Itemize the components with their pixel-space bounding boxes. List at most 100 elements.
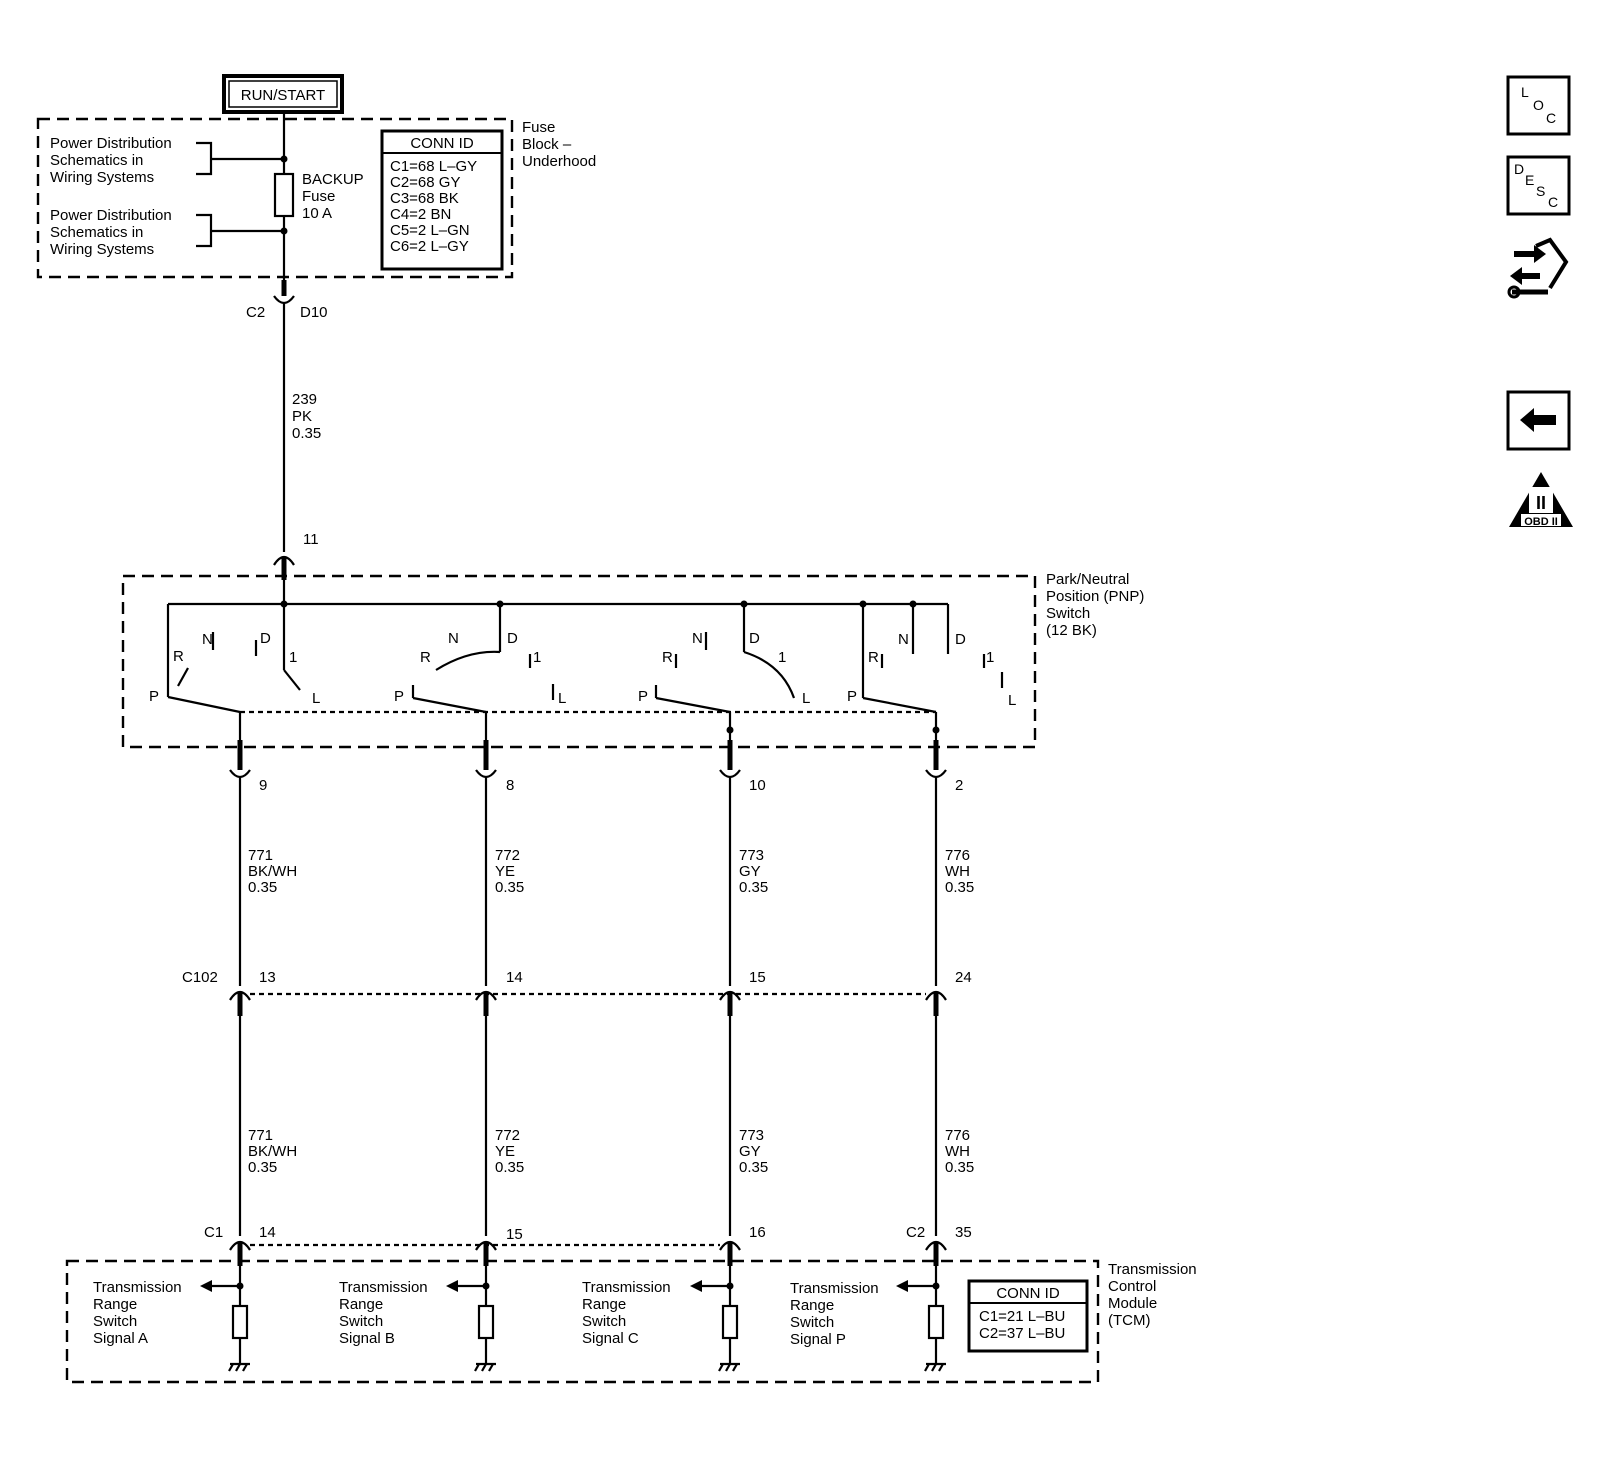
position-p: P bbox=[638, 688, 648, 705]
c102-label: C102 bbox=[182, 969, 218, 986]
position-p: P bbox=[847, 688, 857, 705]
signal-label: Transmission bbox=[790, 1280, 879, 1297]
tcm-label-2: Control bbox=[1108, 1278, 1156, 1295]
wire-circuit: 776 bbox=[945, 847, 970, 864]
signal-label: Signal C bbox=[582, 1330, 639, 1347]
wire-color: WH bbox=[945, 1143, 970, 1160]
signal-label: Range bbox=[93, 1296, 137, 1313]
signal-arrow-icon bbox=[446, 1280, 458, 1292]
signal-label: Signal A bbox=[93, 1330, 148, 1347]
signal-label: Transmission bbox=[93, 1279, 182, 1296]
wire-gauge: 0.35 bbox=[739, 879, 768, 896]
connector-c2-label: C2 bbox=[246, 304, 265, 321]
conn-id-row: C1=21 L–BU bbox=[979, 1308, 1065, 1325]
signal-arrow-icon bbox=[200, 1280, 212, 1292]
wire-color: YE bbox=[495, 1143, 515, 1160]
fuse-block-label-1: Fuse bbox=[522, 119, 555, 136]
wire-color: PK bbox=[292, 408, 312, 425]
position-n: N bbox=[202, 631, 213, 648]
tcm-channel-signal-a: Transmission Range Switch Signal A bbox=[93, 1266, 250, 1372]
lower-wires: 771 BK/WH 0.35 772 YE 0.35 773 GY 0.35 7… bbox=[238, 1016, 974, 1236]
pnp-section-b: P R N D 1 L bbox=[394, 604, 566, 756]
power-dist-1-line-3: Wiring Systems bbox=[50, 169, 154, 186]
wire-circuit: 239 bbox=[292, 391, 317, 408]
nav-icons: L O C D E S C II OBD bbox=[1506, 75, 1573, 528]
desc-letter: C bbox=[1548, 194, 1558, 210]
pin-number: 15 bbox=[506, 1226, 523, 1243]
wire-circuit: 773 bbox=[739, 1127, 764, 1144]
position-d: D bbox=[507, 630, 518, 647]
signal-label: Range bbox=[339, 1296, 383, 1313]
tcm-label-4: (TCM) bbox=[1108, 1312, 1150, 1329]
pnp-switch-outline bbox=[121, 574, 1037, 749]
wire-gauge: 0.35 bbox=[495, 1159, 524, 1176]
pin-number: 8 bbox=[506, 777, 514, 794]
pin-number: 9 bbox=[259, 777, 267, 794]
signal-label: Range bbox=[790, 1297, 834, 1314]
wire-color: BK/WH bbox=[248, 1143, 297, 1160]
connector-d10-pin: D10 bbox=[300, 304, 328, 321]
obd-numeral: II bbox=[1536, 493, 1546, 513]
c2-label: C2 bbox=[906, 1224, 925, 1241]
wire-color: BK/WH bbox=[248, 863, 297, 880]
tcm-label-1: Transmission bbox=[1108, 1261, 1197, 1278]
pin-number: 15 bbox=[749, 969, 766, 986]
loc-letter: C bbox=[1546, 110, 1556, 126]
pin-number: 35 bbox=[955, 1224, 972, 1241]
wire-239-label: 239 PK 0.35 bbox=[292, 391, 321, 442]
wire-circuit: 771 bbox=[248, 847, 273, 864]
resistor-symbol bbox=[721, 1304, 739, 1340]
pin-number: 10 bbox=[749, 777, 766, 794]
signal-label: Signal B bbox=[339, 1330, 395, 1347]
conn-id-row: C6=2 L–GY bbox=[390, 238, 469, 255]
diagnosis-arrows-wrench-icon[interactable] bbox=[1507, 237, 1569, 299]
position-d: D bbox=[749, 630, 760, 647]
conn-id-row: C2=37 L–BU bbox=[979, 1325, 1065, 1342]
position-d: D bbox=[955, 631, 966, 648]
position-p: P bbox=[394, 688, 404, 705]
fuse-rating: 10 A bbox=[302, 205, 332, 222]
conn-id-row: C1=68 L–GY bbox=[390, 158, 477, 175]
pnp-label-4: (12 BK) bbox=[1046, 622, 1097, 639]
pin-number: 14 bbox=[259, 1224, 276, 1241]
position-r: R bbox=[420, 649, 431, 666]
power-dist-2-line-2: Schematics in bbox=[50, 224, 143, 241]
run-start-label: RUN/START bbox=[241, 87, 325, 104]
pnp-label-3: Switch bbox=[1046, 605, 1090, 622]
desc-icon[interactable]: D E S C bbox=[1506, 155, 1571, 216]
position-n: N bbox=[692, 630, 703, 647]
position-p: P bbox=[149, 688, 159, 705]
signal-label: Switch bbox=[339, 1313, 383, 1330]
wire-color: GY bbox=[739, 1143, 761, 1160]
upper-wires: 771 BK/WH 0.35 772 YE 0.35 773 GY 0.35 7… bbox=[238, 777, 974, 986]
tcm-channel-signal-p: Transmission Range Switch Signal P bbox=[790, 1266, 946, 1372]
back-arrow-icon[interactable] bbox=[1506, 390, 1571, 451]
loc-letter: L bbox=[1521, 84, 1529, 100]
wire-gauge: 0.35 bbox=[945, 879, 974, 896]
fuse-name: BACKUP bbox=[302, 171, 364, 188]
desc-letter: D bbox=[1514, 161, 1524, 177]
signal-arrow-icon bbox=[690, 1280, 702, 1292]
wire-circuit: 776 bbox=[945, 1127, 970, 1144]
wire-circuit: 772 bbox=[495, 1127, 520, 1144]
power-dist-1-line-1: Power Distribution bbox=[50, 135, 172, 152]
tcm-outline bbox=[65, 1259, 1100, 1384]
tcm-conn-id-table: CONN ID C1=21 L–BU C2=37 L–BU bbox=[967, 1279, 1089, 1353]
position-r: R bbox=[662, 649, 673, 666]
position-1: 1 bbox=[289, 649, 297, 666]
wire-circuit: 772 bbox=[495, 847, 520, 864]
signal-label: Signal P bbox=[790, 1331, 846, 1348]
wire-circuit: 773 bbox=[739, 847, 764, 864]
signal-arrow-icon bbox=[896, 1280, 908, 1292]
power-dist-2-line-3: Wiring Systems bbox=[50, 241, 154, 258]
conn-id-row: C3=68 BK bbox=[390, 190, 459, 207]
loc-icon[interactable]: L O C bbox=[1506, 75, 1571, 136]
fuse-block-label-3: Underhood bbox=[522, 153, 596, 170]
conn-id-row: C2=68 GY bbox=[390, 174, 460, 191]
desc-letter: S bbox=[1536, 183, 1545, 199]
tcm-connectors: C1 C2 14 15 16 35 bbox=[204, 1224, 972, 1266]
wire-circuit: 771 bbox=[248, 1127, 273, 1144]
position-1: 1 bbox=[986, 649, 994, 666]
obd-ii-icon[interactable]: II OBD II bbox=[1509, 472, 1573, 528]
